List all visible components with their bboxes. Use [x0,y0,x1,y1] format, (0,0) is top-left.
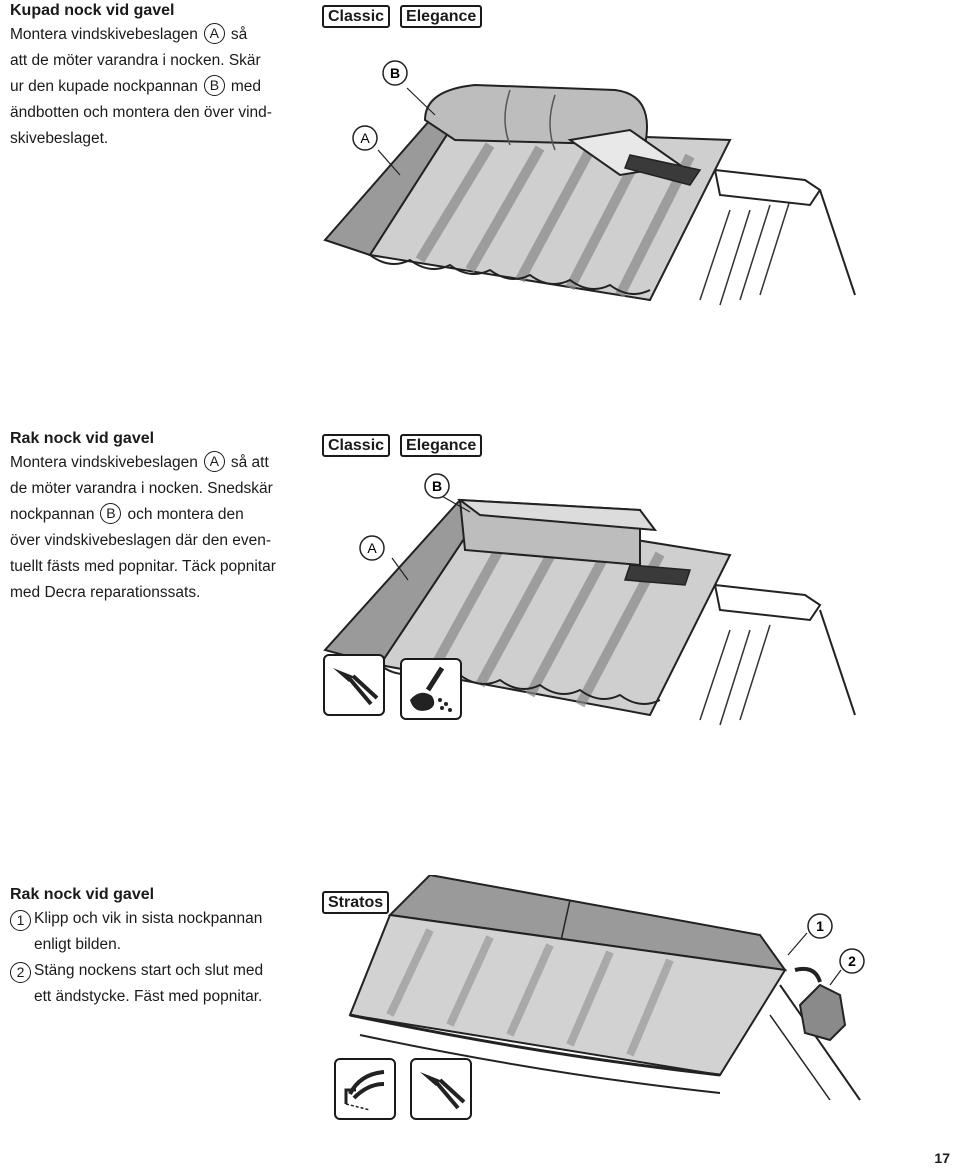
step-number: 2 [10,962,31,983]
svg-text:A: A [360,130,370,146]
svg-text:A: A [367,540,377,556]
svg-text:B: B [390,65,400,81]
roof-illustration-curved-ridge: A B [310,50,870,320]
callout-2: 2 [839,948,865,974]
crimping-pliers-icon [334,1058,396,1120]
section-heading: Rak nock vid gavel [10,430,155,447]
callout-b: B [424,473,450,499]
product-tags: Classic Elegance [322,434,483,457]
repair-kit-icon [400,658,462,720]
ref-circle-b: B [203,75,225,96]
callout-b: B [382,60,408,86]
rivet-gun-icon [323,654,385,716]
svg-text:2: 2 [848,953,856,969]
tag-elegance: Elegance [400,5,483,28]
callout-1: 1 [807,913,833,939]
product-tags: Stratos [322,891,390,914]
section-heading: Kupad nock vid gavel [10,2,175,19]
page-number: 17 [934,1150,950,1166]
ref-circle-a: A [203,23,225,44]
tag-elegance: Elegance [400,434,483,457]
svg-text:1: 1 [816,918,824,934]
instruction-step-2: 2 Stäng nockens start och slut med ett ä… [10,958,263,1010]
roof-illustration-straight-ridge: A B [310,470,870,730]
svg-text:B: B [432,478,442,494]
callout-a: A [359,535,385,561]
rivet-gun-icon [410,1058,472,1120]
roof-illustration-stratos-ridge: 1 2 [330,875,890,1105]
ref-circle-a: A [203,451,225,472]
section-rak-nock-stratos: Rak nock vid gavel 1 Klipp och vik in si… [10,884,263,1010]
ref-circle-b: B [100,503,122,524]
callout-a: A [352,125,378,151]
section-rak-nock: Rak nock vid gavel Montera vindskivebesl… [10,428,276,606]
section-kupad-nock: Kupad nock vid gavel Montera vindskivebe… [10,0,272,152]
section-heading: Rak nock vid gavel [10,886,155,903]
product-tags: Classic Elegance [322,5,483,28]
tag-classic: Classic [322,5,391,28]
tag-classic: Classic [322,434,391,457]
tag-stratos: Stratos [322,891,390,914]
instruction-step-1: 1 Klipp och vik in sista nockpannan enli… [10,906,263,958]
step-number: 1 [10,910,31,931]
